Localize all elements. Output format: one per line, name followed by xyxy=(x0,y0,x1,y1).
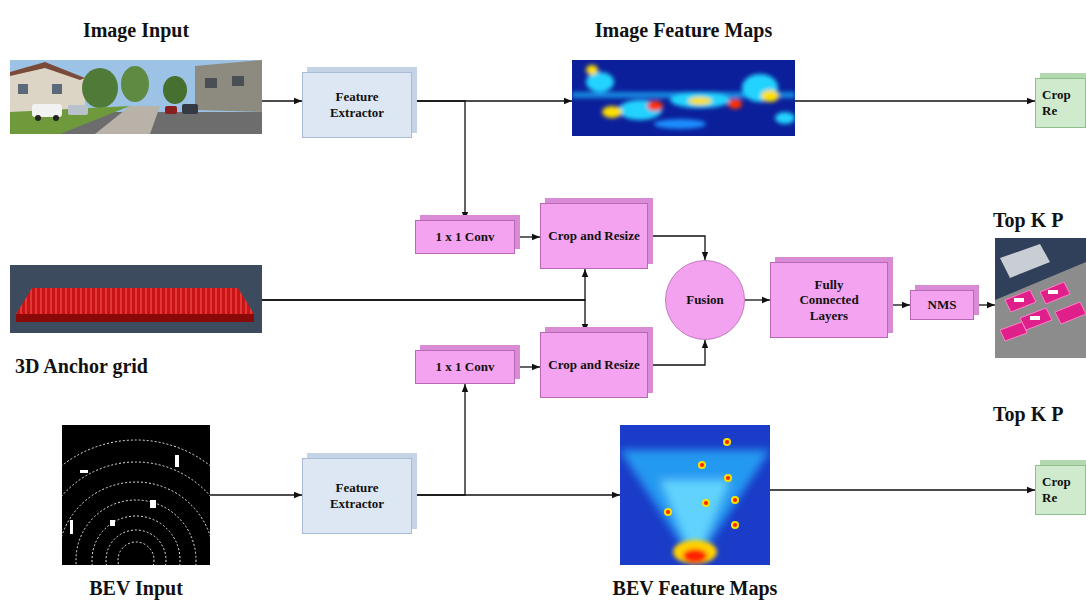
feature-map-image: Image Feature Maps xyxy=(572,60,795,136)
arrow-connector xyxy=(210,494,302,495)
crop-resize-box: Crop and Resize xyxy=(540,203,648,269)
arrow-connector xyxy=(515,366,540,367)
anchor-grid-image: 3D Anchor grid xyxy=(10,265,262,333)
crop-resize-box: Crop and Resize xyxy=(540,332,648,398)
box-label: Crop and Resize xyxy=(548,228,639,244)
picture-heading: 3D Anchor grid xyxy=(15,355,148,378)
picture-heading: BEV Input xyxy=(89,577,183,600)
conv-box: 1 x 1 Conv xyxy=(415,220,515,254)
picture-heading: Image Input xyxy=(83,19,189,42)
picture-heading: BEV Feature Maps xyxy=(613,577,778,600)
arrow-connector xyxy=(262,300,585,332)
arrow-connector xyxy=(888,304,910,305)
input-image: Image Input xyxy=(10,60,262,134)
arrow-connector xyxy=(795,100,1035,101)
anchor-grid xyxy=(10,265,262,333)
bev-input xyxy=(62,425,210,565)
box-label: Fully Connected Layers xyxy=(785,277,873,324)
bev-image: BEV Input xyxy=(62,425,210,565)
arrow-connector xyxy=(412,101,465,220)
proposals-image: Top K P xyxy=(995,238,1086,358)
nms-box: NMS xyxy=(910,290,974,320)
image-feature-map xyxy=(572,60,795,136)
crop-box: Crop Re xyxy=(1035,465,1086,515)
box-label: Crop Re xyxy=(1042,87,1079,118)
box-label: NMS xyxy=(928,297,957,313)
bev-feature-map-image: BEV Feature Maps xyxy=(620,425,770,565)
fusion-circle: Fusion xyxy=(665,260,745,340)
box-label: Fusion xyxy=(686,292,724,308)
arrow-connector xyxy=(262,100,302,101)
arrow-connector xyxy=(648,236,705,260)
picture-heading: Image Feature Maps xyxy=(595,19,772,42)
arrow-connector xyxy=(974,304,995,305)
extractor-box: Feature Extractor xyxy=(302,458,412,534)
box-label: 1 x 1 Conv xyxy=(436,229,495,245)
box-label: Feature Extractor xyxy=(309,89,405,120)
conv-box: 1 x 1 Conv xyxy=(415,350,515,384)
arrow-connector xyxy=(648,340,705,365)
section-heading: Top K P xyxy=(993,403,1063,426)
bev-feature-map xyxy=(620,425,770,565)
fc-box: Fully Connected Layers xyxy=(770,262,888,338)
box-label: Crop and Resize xyxy=(548,357,639,373)
arrow-connector xyxy=(745,299,770,300)
proposals-picture xyxy=(995,238,1086,358)
arrow-connector xyxy=(770,489,1035,490)
arrow-connector xyxy=(515,236,540,237)
box-label: Crop Re xyxy=(1042,474,1079,505)
picture-heading: Top K P xyxy=(993,209,1063,232)
extractor-box: Feature Extractor xyxy=(302,72,412,138)
crop-box: Crop Re xyxy=(1035,78,1086,128)
box-label: 1 x 1 Conv xyxy=(436,359,495,375)
street-photo xyxy=(10,60,262,134)
arrow-connector xyxy=(412,384,465,495)
box-label: Feature Extractor xyxy=(309,480,405,511)
arrow-connector xyxy=(262,269,585,300)
